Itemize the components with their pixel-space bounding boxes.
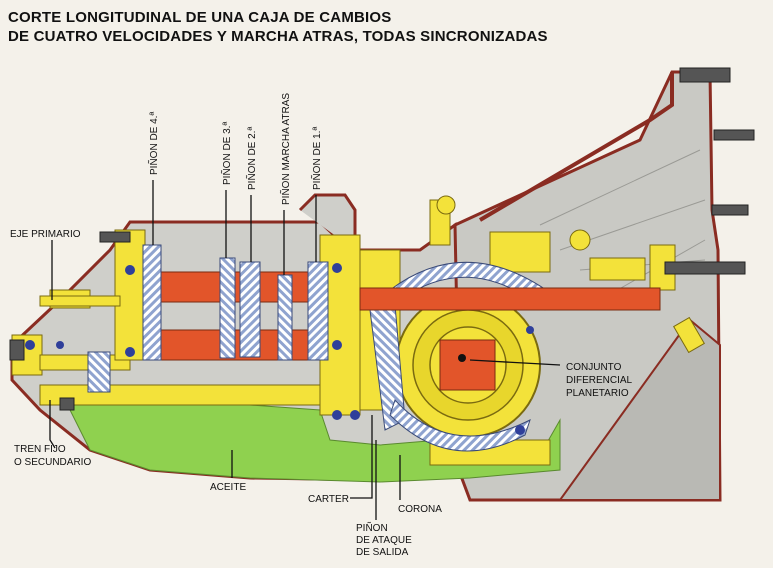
label-pinon-ataque-1: PIÑON [356, 521, 388, 534]
label-conjunto-3: PLANETARIO [566, 388, 629, 399]
label-pinon-1: PIÑON DE 1.ª [310, 127, 323, 190]
label-pinon-ataque-2: DE ATAQUE [356, 535, 412, 546]
gear-3rd [219, 257, 236, 359]
label-conjunto-2: DIFERENCIAL [566, 375, 633, 386]
label-pinon-3: PIÑON DE 3.ª [220, 122, 233, 185]
gear-reverse [277, 274, 293, 361]
label-pinon-marcha-atras: PIÑON MARCHA ATRAS [279, 93, 292, 205]
gear-fixed-train [87, 351, 111, 393]
label-tren-fijo-2: O SECUNDARIO [14, 457, 91, 468]
label-aceite: ACEITE [210, 482, 246, 493]
label-pinon-ataque-3: DE SALIDA [356, 547, 409, 558]
label-tren-fijo-1: TREN FIJO [14, 444, 66, 455]
bolts [9, 67, 755, 411]
title-line-2: DE CUATRO VELOCIDADES Y MARCHA ATRAS, TO… [8, 28, 548, 45]
gear-4th [142, 244, 162, 361]
label-corona: CORONA [398, 504, 442, 515]
differential-assembly [395, 292, 541, 438]
title-line-1: CORTE LONGITUDINAL DE UNA CAJA DE CAMBIO… [8, 9, 392, 26]
label-eje-primario: EJE PRIMARIO [10, 229, 81, 240]
label-conjunto-1: CONJUNTO [566, 362, 622, 373]
bearings [25, 263, 534, 435]
leader-lines [49, 180, 561, 520]
labels: EJE PRIMARIO PIÑON DE 4.ª PIÑON DE 3.ª P… [10, 93, 633, 558]
gear-stack [87, 244, 329, 393]
diagram-title: CORTE LONGITUDINAL DE UNA CAJA DE CAMBIO… [8, 8, 548, 46]
label-pinon-4: PIÑON DE 4.ª [147, 112, 160, 175]
gear-2nd [239, 261, 261, 358]
label-carter: CARTER [308, 494, 349, 505]
gear-1st [307, 261, 329, 361]
label-pinon-2: PIÑON DE 2.ª [245, 127, 258, 190]
